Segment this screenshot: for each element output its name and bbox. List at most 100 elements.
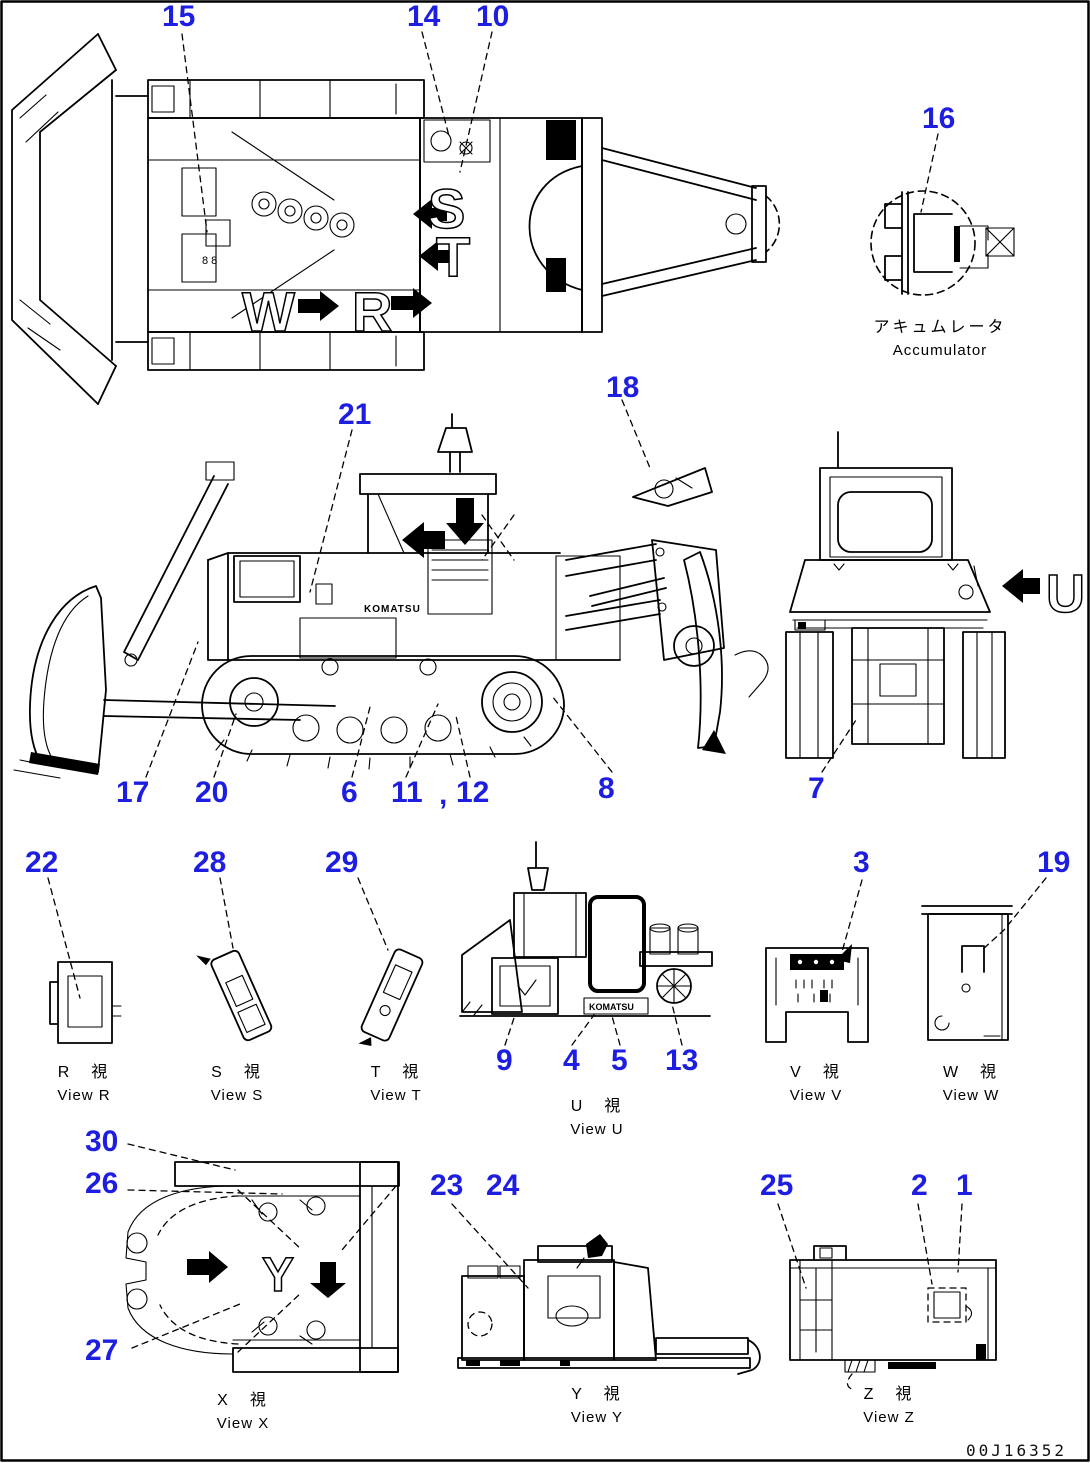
frame-marking: 8 8 bbox=[202, 255, 217, 267]
callout-6: 6 bbox=[341, 776, 358, 809]
callout-22: 22 bbox=[25, 846, 59, 879]
view-x-arrows: Y bbox=[187, 1248, 346, 1303]
decal-arrow-icon bbox=[419, 241, 453, 271]
view-letter-s: S bbox=[428, 177, 465, 240]
view-y-drawing bbox=[451, 1203, 761, 1375]
callout-25: 25 bbox=[760, 1169, 794, 1202]
arrow-left-icon bbox=[1002, 569, 1040, 603]
callout-14: 14 bbox=[407, 0, 441, 33]
callout-7: 7 bbox=[808, 772, 825, 805]
drawing-number-watermark: 00J16352 bbox=[966, 1441, 1068, 1460]
accumulator-label-jp: アキュムレータ bbox=[873, 319, 1007, 336]
callout-15: 15 bbox=[162, 0, 196, 33]
view-label-z: Z 視 View Z bbox=[863, 1380, 915, 1426]
callout-28: 28 bbox=[193, 846, 227, 879]
view-label-t-en: View T bbox=[370, 1087, 422, 1104]
view-r-drawing bbox=[47, 877, 122, 1044]
view-label-x-en: View X bbox=[216, 1415, 270, 1432]
callout-19: 19 bbox=[1037, 846, 1071, 879]
callout-27: 27 bbox=[85, 1334, 119, 1367]
view-z-drawing bbox=[777, 1203, 997, 1391]
view-letter-t: T bbox=[436, 225, 470, 288]
decal-arrow-icon bbox=[413, 199, 447, 229]
view-u-drawing bbox=[459, 841, 713, 1046]
komatsu-logo: KOMATSU bbox=[364, 604, 421, 615]
top-view-drawing bbox=[11, 31, 781, 405]
view-label-w: W 視 View W bbox=[943, 1058, 1000, 1104]
rear-view-drawing bbox=[785, 431, 1006, 773]
callout-10: 10 bbox=[476, 0, 510, 33]
callout-23: 23 bbox=[430, 1169, 464, 1202]
view-label-r: R 視 View R bbox=[57, 1058, 110, 1104]
view-label-x: X 視 View X bbox=[217, 1386, 269, 1432]
callout-20: 20 bbox=[195, 776, 229, 809]
callout-16: 16 bbox=[922, 102, 956, 135]
view-letter-u: U bbox=[1046, 564, 1085, 624]
callout-4: 4 bbox=[563, 1044, 580, 1077]
arrow-right-icon bbox=[187, 1251, 228, 1283]
callout-11: 11 bbox=[391, 776, 423, 809]
view-label-s-en: View S bbox=[210, 1087, 264, 1104]
callout-17: 17 bbox=[116, 776, 150, 809]
callout-29: 29 bbox=[325, 846, 359, 879]
arrow-down-icon bbox=[310, 1262, 346, 1298]
arrow-down-icon bbox=[446, 498, 484, 545]
arrow-left-icon bbox=[402, 522, 445, 558]
view-letter-w: W bbox=[242, 280, 295, 343]
top-view-decals: S T R W 8 8 bbox=[202, 176, 471, 344]
komatsu-logo: KOMATSU bbox=[589, 1002, 634, 1012]
callout-1: 1 bbox=[956, 1169, 973, 1202]
view-label-s: S 視 View S bbox=[211, 1058, 263, 1104]
view-label-y-jp: Y 視 bbox=[571, 1386, 623, 1403]
accumulator-label-en: Accumulator bbox=[892, 342, 988, 359]
view-letter-r: R bbox=[352, 280, 392, 343]
view-label-w-jp: W 視 bbox=[942, 1064, 1000, 1081]
callout-comma: , bbox=[439, 778, 448, 811]
side-view-drawing bbox=[13, 399, 769, 779]
callout-18: 18 bbox=[606, 371, 640, 404]
view-label-u-en: View U bbox=[570, 1121, 624, 1138]
view-w-drawing bbox=[921, 877, 1047, 1041]
callout-24: 24 bbox=[486, 1169, 520, 1202]
view-label-s-jp: S 視 bbox=[211, 1064, 263, 1081]
callout-21: 21 bbox=[338, 398, 372, 431]
view-v-drawing bbox=[765, 879, 869, 1043]
view-label-y-en: View Y bbox=[570, 1409, 624, 1426]
view-label-z-en: View Z bbox=[863, 1409, 915, 1426]
accumulator-drawing bbox=[870, 133, 1015, 296]
side-view-arrows: KOMATSU bbox=[364, 498, 484, 615]
view-x-drawing bbox=[125, 1143, 400, 1373]
view-s-drawing bbox=[196, 877, 273, 1042]
view-label-v-jp: V 視 bbox=[790, 1064, 842, 1081]
callout-26: 26 bbox=[85, 1167, 119, 1200]
arrow-right-icon bbox=[298, 291, 339, 321]
view-label-r-jp: R 視 bbox=[57, 1064, 111, 1081]
arrow-right-icon bbox=[391, 288, 432, 318]
view-label-w-en: View W bbox=[942, 1087, 1000, 1104]
callout-12: 12 bbox=[456, 776, 490, 809]
callout-2: 2 bbox=[911, 1169, 928, 1202]
leader-arrowhead-icon bbox=[836, 944, 852, 963]
view-t-drawing bbox=[357, 877, 424, 1047]
view-label-u-jp: U 視 bbox=[570, 1098, 624, 1115]
callout-13: 13 bbox=[665, 1044, 699, 1077]
callout-3: 3 bbox=[853, 846, 870, 879]
view-label-v-en: View V bbox=[789, 1087, 843, 1104]
view-label-z-jp: Z 視 bbox=[863, 1386, 915, 1403]
rear-view-arrow-u: U bbox=[1002, 563, 1086, 625]
view-label-y: Y 視 View Y bbox=[571, 1380, 623, 1426]
callout-30: 30 bbox=[85, 1125, 119, 1158]
callout-9: 9 bbox=[496, 1044, 513, 1077]
callout-8: 8 bbox=[598, 772, 615, 805]
view-letter-y: Y bbox=[262, 1249, 294, 1302]
view-label-t: T 視 View T bbox=[370, 1058, 421, 1104]
view-label-t-jp: T 視 bbox=[370, 1064, 422, 1081]
callout-5: 5 bbox=[611, 1044, 628, 1077]
view-label-u: U 視 View U bbox=[570, 1092, 623, 1138]
accumulator-label: アキュムレータ Accumulator bbox=[873, 313, 1006, 359]
view-label-x-jp: X 視 bbox=[217, 1392, 269, 1409]
view-label-v: V 視 View V bbox=[790, 1058, 842, 1104]
view-label-r-en: View R bbox=[57, 1087, 111, 1104]
